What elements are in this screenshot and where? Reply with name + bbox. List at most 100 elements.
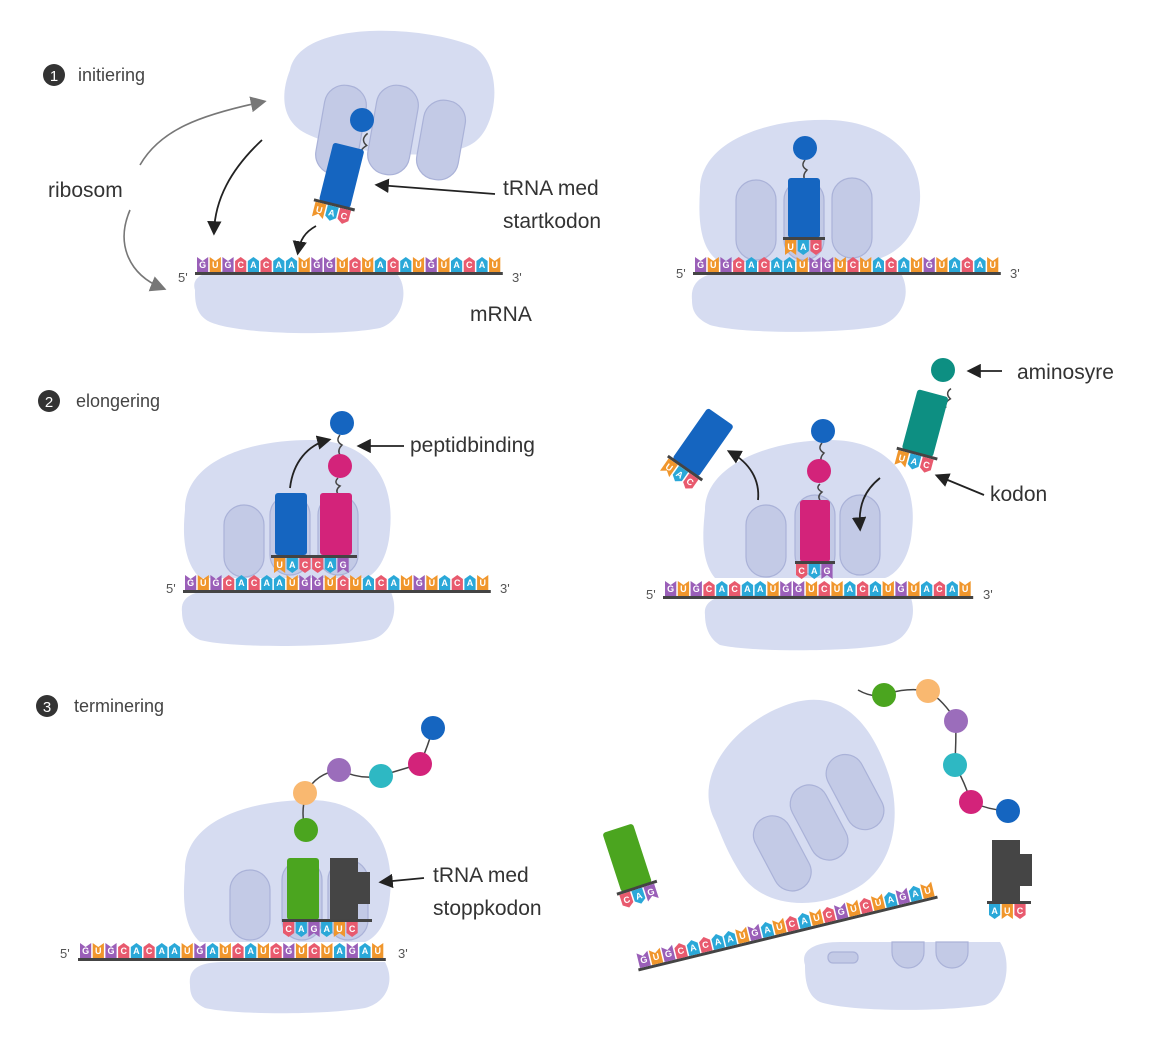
nucleotide-C (223, 575, 235, 590)
nucleotide-G (308, 922, 320, 937)
nucleotide-U (910, 257, 923, 272)
nucleotide-G (895, 581, 907, 596)
nucleotide-U (333, 922, 345, 937)
nucleotide-A (285, 257, 298, 272)
nucleotide-A (207, 943, 219, 958)
nucleotide-G (822, 257, 834, 272)
nucleotide-U (735, 926, 750, 944)
nucleotide-C (299, 558, 311, 573)
nucleotide-U (197, 575, 209, 590)
step-number: 1 (50, 68, 58, 85)
mrna-sequence: GUGCACAAUGGUCUACAUGUACAU (199, 260, 498, 270)
nucleotide-U (311, 201, 327, 220)
trna-stop-label: tRNA med (433, 864, 529, 887)
released-trna: CAG (603, 824, 659, 908)
nucleotide-U (959, 581, 971, 596)
nucleotide-G (720, 257, 732, 272)
mrna-label: mRNA (470, 303, 532, 326)
nucleotide-A (631, 887, 646, 904)
mrna-backbone (195, 272, 503, 275)
arrow-icon (123, 209, 167, 292)
nucleotide-U (438, 257, 450, 272)
nucleotide-U (834, 257, 846, 272)
nucleotide-U (1001, 904, 1013, 919)
ribosome-large-subunit (708, 699, 895, 903)
amino-acid (293, 781, 317, 805)
amino-acid (943, 753, 967, 777)
nucleotide-C (375, 575, 387, 590)
nucleotide-U (882, 581, 894, 596)
nucleotide-C (346, 922, 358, 937)
nucleotide-U (362, 257, 374, 272)
nucleotide-G (283, 943, 295, 958)
anticodon: UAC (785, 240, 822, 255)
mrna-strand: GUGCACAAUGGUCUACAUGUACAU (195, 257, 503, 275)
amino-acid (807, 459, 831, 483)
nucleotide-C (961, 257, 973, 272)
arrow-icon (139, 96, 267, 166)
nucleotide-A (672, 465, 689, 482)
nucleotide-U (860, 257, 872, 272)
nucleotide-U (286, 575, 298, 590)
nucleotide-A (362, 575, 374, 590)
nucleotide-C (796, 564, 808, 579)
nucleotide-U (660, 458, 678, 478)
nucleotide-A (783, 257, 796, 272)
nucleotide-U (321, 943, 333, 958)
nucleotide-U (785, 240, 797, 255)
mrna-sequence: GUGCACAAUGAUCAUCGUCUAGAU (82, 946, 381, 956)
nucleotide-G (895, 887, 910, 905)
nucleotide-C (703, 581, 715, 596)
nucleotide-A (325, 204, 339, 221)
nucleotide-U (295, 943, 308, 958)
three-prime-label: 3' (1010, 266, 1020, 281)
anticodon-sequence: CAG (798, 566, 830, 576)
arrow-icon (374, 178, 496, 195)
nucleotide-U (936, 257, 948, 272)
nucleotide-U (707, 257, 719, 272)
nucleotide-A (869, 581, 882, 596)
amino-acid (811, 419, 835, 443)
nucleotide-C (818, 581, 830, 596)
nucleotide-C (308, 943, 320, 958)
step-number: 2 (45, 394, 53, 411)
nucleotide-G (793, 581, 805, 596)
nucleotide-C (232, 943, 244, 958)
nucleotide-G (780, 581, 792, 596)
nucleotide-A (273, 575, 286, 590)
nucleotide-G (337, 558, 349, 573)
nucleotide-C (729, 581, 741, 596)
nucleotide-C (674, 943, 688, 959)
nucleotide-U (772, 917, 787, 935)
nucleotide-U (809, 908, 824, 926)
nucleotide-G (425, 257, 437, 272)
nucleotide-C (337, 207, 352, 224)
nucleotide-U (336, 257, 348, 272)
nucleotide-A (400, 257, 412, 272)
nucleotide-G (821, 564, 833, 579)
nucleotide-G (690, 581, 702, 596)
nucleotide-U (920, 881, 935, 899)
startkodon-label: startkodon (503, 210, 601, 233)
nucleotide-G (311, 257, 323, 272)
start-trna: UAC (311, 132, 369, 224)
ribosom-label: ribosom (48, 179, 123, 202)
nucleotide-U (796, 257, 808, 272)
nucleotide-C (260, 257, 272, 272)
trna-a-site (320, 434, 352, 555)
nucleotide-C (919, 456, 934, 473)
nucleotide-G (809, 257, 821, 272)
nucleotide-C (337, 575, 349, 590)
nucleotide-C (349, 257, 361, 272)
step-label: initiering (78, 65, 145, 85)
nucleotide-A (321, 922, 333, 937)
five-prime-label: 5' (676, 266, 686, 281)
three-prime-label: 3' (500, 581, 510, 596)
nucleotide-U (831, 581, 843, 596)
nucleotide-A (451, 257, 463, 272)
nucleotide-G (210, 575, 222, 590)
nucleotide-C (270, 943, 282, 958)
nucleotide-U (908, 581, 920, 596)
nucleotide-U (412, 257, 425, 272)
